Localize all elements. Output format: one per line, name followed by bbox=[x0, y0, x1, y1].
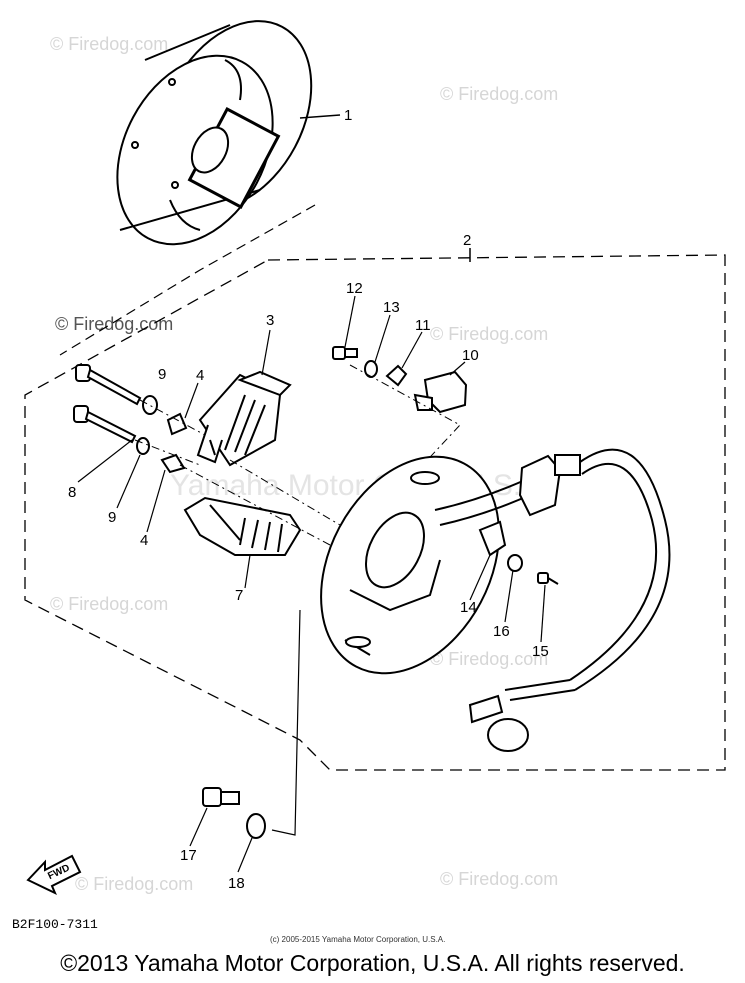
callout-13: 13 bbox=[383, 299, 400, 316]
watermark: © Firedog.com bbox=[50, 594, 168, 614]
copyright-footer: ©2013 Yamaha Motor Corporation, U.S.A. A… bbox=[60, 950, 685, 976]
callout-10: 10 bbox=[462, 347, 479, 364]
kit-outline bbox=[24, 254, 726, 771]
callout-1: 1 bbox=[344, 107, 352, 124]
bolt-17 bbox=[202, 787, 240, 807]
callout-16: 16 bbox=[493, 623, 510, 640]
screw-15 bbox=[537, 572, 559, 585]
clip-4 bbox=[160, 412, 188, 474]
generator-exploded-diagram: © Firedog.com © Firedog.com © Firedog.co… bbox=[12, 20, 726, 944]
flywheel-rotor bbox=[116, 20, 313, 246]
diagram-code: B2F100-7311 bbox=[12, 917, 98, 932]
callout-11: 11 bbox=[415, 317, 431, 334]
leader-lines bbox=[77, 295, 546, 873]
watermark: © Firedog.com bbox=[50, 34, 168, 54]
watermark: © Firedog.com bbox=[430, 649, 548, 669]
small-copyright: (c) 2005-2015 Yamaha Motor Corporation, … bbox=[270, 935, 445, 944]
callout-2: 2 bbox=[463, 232, 471, 249]
clamp-11 bbox=[385, 364, 408, 387]
stator-base-plate bbox=[320, 455, 507, 675]
watermark: © Firedog.com bbox=[440, 84, 558, 104]
wire-harness bbox=[434, 448, 671, 752]
watermark: © Firedog.com bbox=[430, 324, 548, 344]
callout-9b: 9 bbox=[158, 366, 166, 383]
callout-8: 8 bbox=[68, 484, 76, 501]
callout-7: 7 bbox=[235, 587, 243, 604]
watermark-dark: © Firedog.com bbox=[55, 314, 173, 334]
callout-17: 17 bbox=[180, 847, 197, 864]
washer-16 bbox=[507, 554, 523, 572]
callout-15: 15 bbox=[532, 643, 549, 660]
pickup-coil-10 bbox=[413, 370, 468, 414]
washer-18 bbox=[246, 813, 266, 839]
callout-4: 4 bbox=[196, 367, 204, 384]
callout-9: 9 bbox=[108, 509, 116, 526]
callout-3: 3 bbox=[266, 312, 274, 329]
callout-14: 14 bbox=[460, 599, 477, 616]
washer-9 bbox=[136, 395, 158, 455]
screw-8 bbox=[73, 364, 142, 444]
callout-labels: 1 2 3 4 4 7 8 9 9 10 11 12 13 14 15 16 1… bbox=[68, 107, 549, 892]
bolt-12 bbox=[332, 346, 358, 360]
watermark: © Firedog.com bbox=[440, 869, 558, 889]
lighting-coil bbox=[196, 370, 292, 467]
callout-12: 12 bbox=[346, 280, 363, 297]
watermark: © Firedog.com bbox=[75, 874, 193, 894]
charge-coil bbox=[183, 496, 302, 556]
callout-18: 18 bbox=[228, 875, 245, 892]
forward-arrow-icon: FWD bbox=[26, 854, 82, 896]
callout-4b: 4 bbox=[140, 532, 148, 549]
